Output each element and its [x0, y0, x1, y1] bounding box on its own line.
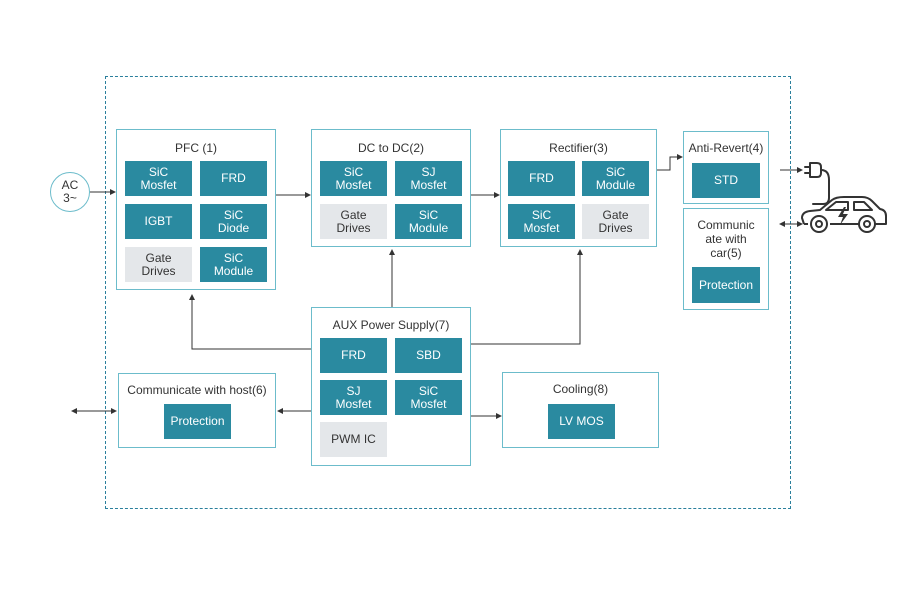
- anti-revert-block: Anti-Revert(4) STD: [683, 131, 769, 204]
- aux-power-title: AUX Power Supply(7): [332, 318, 450, 332]
- rectifier-chip-gate-drives: Gate Drives: [582, 204, 649, 239]
- rectifier-chip-sic-mosfet: SiC Mosfet: [508, 204, 575, 239]
- dcdc-chip-gate-drives: Gate Drives: [320, 204, 387, 239]
- rectifier-chip-sic-module: SiC Module: [582, 161, 649, 196]
- communicate-host-chip-protection: Protection: [164, 404, 231, 439]
- charging-plug-icon: [804, 162, 830, 205]
- aux-power-block: AUX Power Supply(7) FRD SBD SJ Mosfet Si…: [311, 307, 471, 466]
- arrow-aux-to-pfc: [189, 294, 312, 350]
- cooling-chip-lv-mos: LV MOS: [548, 404, 615, 439]
- pfc-chip-gate-drives: Gate Drives: [125, 247, 192, 282]
- arrow-aux-to-rectifier: [471, 249, 583, 345]
- dcdc-chip-sj-mosfet: SJ Mosfet: [395, 161, 462, 196]
- communicate-host-title: Communicate with host(6): [127, 383, 267, 397]
- cooling-title: Cooling(8): [552, 382, 609, 396]
- pfc-chip-igbt: IGBT: [125, 204, 192, 239]
- arrow-rectifier-to-anti-revert: [656, 154, 683, 171]
- cooling-block: Cooling(8) LV MOS: [502, 372, 659, 448]
- pfc-block: PFC (1) SiC Mosfet FRD IGBT SiC Diode Ga…: [116, 129, 276, 290]
- aux-chip-sbd: SBD: [395, 338, 462, 373]
- rectifier-block: Rectifier(3) FRD SiC Module SiC Mosfet G…: [500, 129, 657, 247]
- anti-revert-title: Anti-Revert(4): [688, 141, 764, 155]
- pfc-chip-sic-module: SiC Module: [200, 247, 267, 282]
- rectifier-title: Rectifier(3): [549, 141, 608, 155]
- aux-chip-sic-mosfet: SiC Mosfet: [395, 380, 462, 415]
- communicate-car-chip-protection: Protection: [692, 267, 760, 303]
- aux-chip-pwm-ic: PWM IC: [320, 422, 387, 457]
- pfc-chip-frd: FRD: [200, 161, 267, 196]
- anti-revert-chip-std: STD: [692, 163, 760, 198]
- ac-source-node: AC 3~: [50, 172, 90, 212]
- aux-chip-sj-mosfet: SJ Mosfet: [320, 380, 387, 415]
- pfc-title: PFC (1): [175, 141, 217, 155]
- pfc-chip-sic-mosfet: SiC Mosfet: [125, 161, 192, 196]
- dcdc-block: DC to DC(2) SiC Mosfet SJ Mosfet Gate Dr…: [311, 129, 471, 247]
- system-boundary: [105, 76, 791, 509]
- pfc-chip-sic-diode: SiC Diode: [200, 204, 267, 239]
- communicate-host-block: Communicate with host(6) Protection: [118, 373, 276, 448]
- electric-car-icon: [801, 196, 887, 233]
- rectifier-chip-frd: FRD: [508, 161, 575, 196]
- communicate-car-block: Communic ate with car(5) Protection: [683, 208, 769, 310]
- dcdc-title: DC to DC(2): [357, 141, 424, 155]
- aux-chip-frd: FRD: [320, 338, 387, 373]
- dcdc-chip-sic-module: SiC Module: [395, 204, 462, 239]
- communicate-car-title: Communic ate with car(5): [697, 218, 755, 260]
- dcdc-chip-sic-mosfet: SiC Mosfet: [320, 161, 387, 196]
